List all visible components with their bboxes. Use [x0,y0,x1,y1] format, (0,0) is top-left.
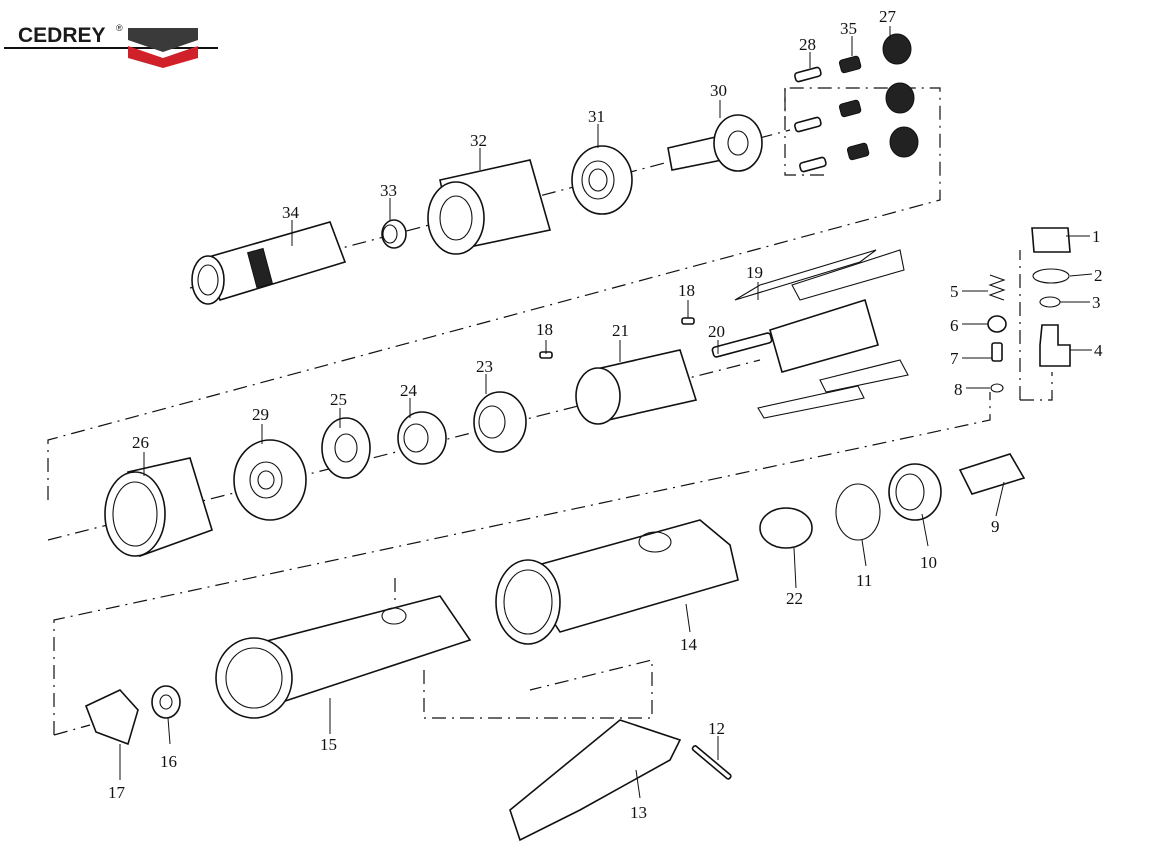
label-part-11: 11 [856,571,872,590]
logo-chevron-red [128,46,198,68]
label-part-26: 26 [132,433,149,452]
label-part-8: 8 [954,380,963,399]
label-part-7: 7 [950,349,959,368]
logo-chevron-dark [128,28,198,52]
label-part-25: 25 [330,390,347,409]
label-part-33: 33 [380,181,397,200]
part-18-pin-b [681,317,695,325]
label-part-21: 21 [612,321,629,340]
label-part-29: 29 [252,405,269,424]
label-part-27: 27 [879,7,897,26]
part-29-bearing [233,439,307,521]
part-1-8-valve-assembly [987,227,1071,393]
label-part-12: 12 [708,719,725,738]
part-21-cylinder [575,349,698,425]
part-16-17-rear-plate [84,685,181,746]
label-part-18b: 18 [678,281,695,300]
label-part-30: 30 [710,81,727,100]
brand-registered-mark: ® [116,23,123,33]
label-part-4: 4 [1094,341,1103,360]
label-part-14: 14 [680,635,698,654]
brand-name: CEDREY [18,24,106,47]
label-part-22: 22 [786,589,803,608]
part-19-20-rotor [711,249,909,419]
label-part-2: 2 [1094,266,1103,285]
leader-lines [119,26,1093,799]
assembly-guide-lines [47,87,1053,736]
label-part-31: 31 [588,107,605,126]
part-24-bearing [397,411,447,465]
part-25-washer [321,417,371,479]
label-part-18a: 18 [536,320,553,339]
part-26-ring-gear [104,457,213,558]
part-14-handle [495,519,739,645]
label-part-34: 34 [282,203,300,222]
label-part-1: 1 [1092,227,1101,246]
label-part-20: 20 [708,322,725,341]
label-part-3: 3 [1092,293,1101,312]
label-part-10: 10 [920,553,937,572]
part-9-10-11-22-inlet [759,453,1026,549]
part-23-end-plate [473,391,527,453]
label-part-16: 16 [160,752,177,771]
label-part-23: 23 [476,357,493,376]
label-part-19: 19 [746,263,763,282]
label-part-5: 5 [950,282,959,301]
label-part-32: 32 [470,131,487,150]
part-32-cap [427,159,552,255]
label-part-15: 15 [320,735,337,754]
label-part-28: 28 [799,35,816,54]
part-12-13-throttle-lever [509,719,732,842]
label-part-24: 24 [400,381,418,400]
part-31-bearing [571,145,633,215]
label-part-13: 13 [630,803,647,822]
part-number-labels: 1 2 3 4 5 6 7 8 9 10 11 12 13 14 15 16 1… [108,7,1103,822]
part-30-carrier [667,114,763,172]
part-33-ring [381,219,407,249]
label-part-6: 6 [950,316,959,335]
part-27-28-35-planetary-gears [794,33,919,173]
label-part-9: 9 [991,517,1000,536]
part-34-collet [191,221,347,305]
part-15-housing [215,595,472,719]
label-part-35: 35 [840,19,857,38]
brand-logo: CEDREY ® [4,23,218,68]
label-part-17: 17 [108,783,126,802]
